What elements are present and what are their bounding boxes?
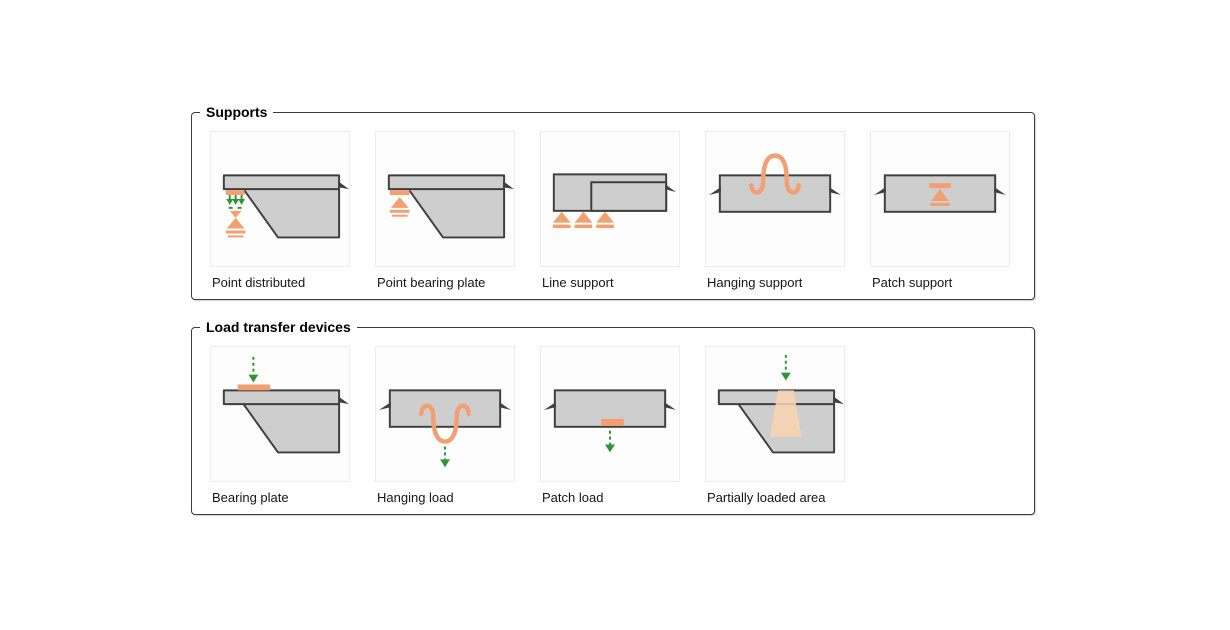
group-items: Bearing plate Hanging load Patch load Pa… (192, 328, 1034, 505)
item-label: Point distributed (212, 275, 306, 290)
item-label: Partially loaded area (707, 490, 826, 505)
patch-support-icon (870, 131, 1010, 267)
item-label: Hanging load (377, 490, 454, 505)
item-patch-support[interactable]: Patch support (870, 131, 1010, 290)
item-hanging-load[interactable]: Hanging load (375, 346, 515, 505)
patch-load-icon (540, 346, 680, 482)
item-line-support[interactable]: Line support (540, 131, 680, 290)
item-hanging-support[interactable]: Hanging support (705, 131, 845, 290)
item-label: Line support (542, 275, 614, 290)
group-title: Supports (200, 103, 274, 122)
item-partially-loaded-area[interactable]: Partially loaded area (705, 346, 845, 505)
item-label: Point bearing plate (377, 275, 486, 290)
group-title: Load transfer devices (200, 318, 357, 337)
point-bearing-plate-icon (375, 131, 515, 267)
group-items: Point distributed Point bearing plate Li… (192, 113, 1034, 290)
item-point-distributed[interactable]: Point distributed (210, 131, 350, 290)
item-label: Bearing plate (212, 490, 289, 505)
item-label: Patch support (872, 275, 953, 290)
partially-loaded-area-icon (705, 346, 845, 482)
bearing-plate-icon (210, 346, 350, 482)
group-supports: Supports Point distributed Point bearing… (191, 103, 1035, 300)
group-load-transfer-devices: Load transfer devices Bearing plate Hang… (191, 318, 1035, 515)
line-support-icon (540, 131, 680, 267)
point-distributed-icon (210, 131, 350, 267)
item-patch-load[interactable]: Patch load (540, 346, 680, 505)
item-label: Hanging support (707, 275, 803, 290)
item-label: Patch load (542, 490, 604, 505)
hanging-load-icon (375, 346, 515, 482)
item-point-bearing-plate[interactable]: Point bearing plate (375, 131, 515, 290)
item-bearing-plate[interactable]: Bearing plate (210, 346, 350, 505)
hanging-support-icon (705, 131, 845, 267)
